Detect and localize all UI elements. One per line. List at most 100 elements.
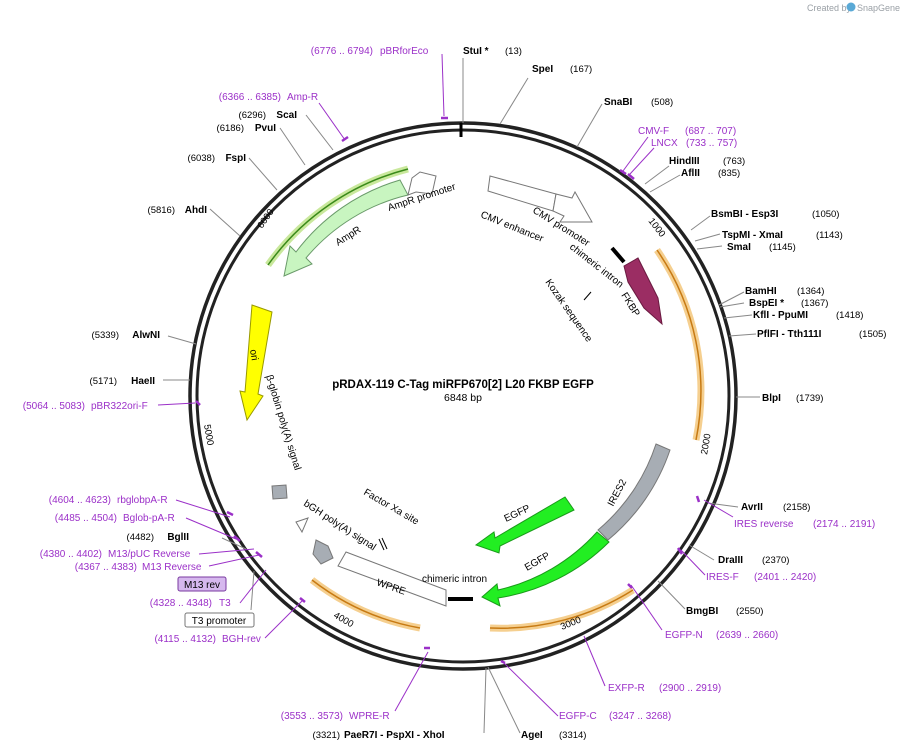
enzyme-bspei: BspEI * — [749, 298, 784, 309]
primer-leaders — [157, 53, 734, 717]
enzyme-pflfi-pos: (1505) — [859, 329, 886, 340]
ori-arrow — [239, 304, 273, 422]
enzyme-stui-pos: (13) — [505, 46, 522, 57]
enzyme-blpi-pos: (1739) — [796, 393, 823, 404]
label-beta-globin: β-globin poly(A) signal — [263, 374, 303, 472]
label-egfp-2: EGFP — [523, 550, 552, 573]
primer-bglobpar-pos: (4485 .. 4504) — [55, 513, 117, 524]
enzyme-ahdi-pos: (5816) — [148, 205, 175, 216]
primer-pbrforeco: pBRforEco — [380, 46, 429, 57]
enzyme-labels-right: StuI * (13) SpeI (167) SnaBI (508) HindI… — [463, 46, 886, 741]
enzyme-kfli-pos: (1418) — [836, 310, 863, 321]
enzyme-pvui: PvuI — [255, 123, 276, 134]
primer-m13-reverse: M13 Reverse — [142, 562, 202, 573]
factor-xa-mark — [381, 537, 388, 550]
primer-pbrforeco-pos: (6776 .. 6794) — [311, 46, 373, 57]
primer-pbr322orif: pBR322ori-F — [91, 401, 148, 412]
enzyme-hindiii: HindIII — [669, 156, 700, 167]
primer-cmvf: CMV-F — [638, 126, 669, 137]
tick-2000: 2000 — [699, 433, 714, 456]
label-ori: ori — [247, 349, 260, 362]
enzyme-tspmi: TspMI - XmaI — [722, 230, 783, 241]
wpre-block — [337, 551, 447, 607]
enzyme-alwni-pos: (5339) — [92, 330, 119, 341]
enzyme-agei: AgeI — [521, 730, 543, 741]
label-kozak: Kozak sequence — [543, 277, 595, 344]
enzyme-hindiii-pos: (763) — [723, 156, 745, 167]
enzyme-draiii-pos: (2370) — [762, 555, 789, 566]
enzyme-bspei-pos: (1367) — [801, 298, 828, 309]
primer-m13puc-reverse-pos: (4380 .. 4402) — [40, 549, 102, 560]
enzyme-draiii: DraIII — [718, 555, 743, 566]
enzyme-spei-pos: (167) — [570, 64, 592, 75]
enzyme-alwni: AlwNI — [132, 330, 160, 341]
primer-ampr-pos: (6366 .. 6385) — [219, 92, 281, 103]
enzyme-aflii: AflII — [681, 168, 700, 179]
enzyme-haeii-pos: (5171) — [90, 376, 117, 387]
enzyme-blpi: BlpI — [762, 393, 781, 404]
bgh-block — [312, 539, 334, 565]
beta-globin-block — [271, 484, 288, 500]
enzyme-bglii: BglII — [167, 532, 189, 543]
enzyme-bmgbi: BmgBI — [686, 606, 718, 617]
enzyme-bglii-pos: (4482) — [127, 532, 154, 543]
primer-ires-reverse-pos: (2174 .. 2191) — [813, 519, 875, 530]
t3-promoter-box — [184, 612, 255, 628]
enzyme-bsmbi: BsmBI - Esp3I — [711, 209, 778, 220]
enzyme-labels-left: (3321) PaeR7I - PspXI - XhoI (4482) BglI… — [90, 110, 445, 741]
primer-rbglobpar-pos: (4604 .. 4623) — [49, 495, 111, 506]
boxed-labels: M13 rev T3 promoter — [177, 576, 255, 628]
orf-arcs — [265, 165, 705, 632]
enzyme-bmgbi-pos: (2550) — [736, 606, 763, 617]
cmv-promoter-arrow — [552, 190, 593, 223]
primer-exfpr: EXFP-R — [608, 683, 645, 694]
label-chimeric-intron-1: chimeric intron — [567, 242, 625, 291]
features — [239, 171, 671, 607]
enzyme-snabi: SnaBI — [604, 97, 633, 108]
primer-pbr322orif-pos: (5064 .. 5083) — [23, 401, 85, 412]
enzyme-bsmbi-pos: (1050) — [812, 209, 839, 220]
enzyme-smai-pos: (1145) — [769, 242, 796, 253]
ampr-promoter-arrow — [407, 171, 437, 196]
primer-egfpc-pos: (3247 .. 3268) — [609, 711, 671, 722]
enzyme-spei: SpeI — [532, 64, 553, 75]
primer-m13puc-reverse: M13/pUC Reverse — [108, 549, 191, 560]
orf-arc-fkbp — [654, 248, 705, 441]
snapgene-brand: SnapGene — [857, 3, 900, 13]
m13-rev-box — [177, 576, 227, 592]
enzyme-fspi: FspI — [225, 153, 246, 164]
enzyme-pvui-pos: (6186) — [217, 123, 244, 134]
primer-ires-reverse: IRES reverse — [734, 519, 794, 530]
egfp-2-arrow — [481, 531, 610, 607]
label-chimeric-intron-2: chimeric intron — [422, 574, 487, 585]
plasmid-name: pRDAX-119 C-Tag miRFP670[2] L20 FKBP EGF… — [332, 379, 594, 391]
enzyme-haeii: HaeII — [131, 376, 155, 387]
ires2-block — [597, 443, 671, 541]
chimeric-intron-1-mark — [610, 246, 626, 264]
primer-iresf-pos: (2401 .. 2420) — [754, 572, 816, 583]
enzyme-scai: ScaI — [276, 110, 297, 121]
enzyme-bamhi-pos: (1364) — [797, 286, 824, 297]
label-factor-xa: Factor Xa site — [362, 487, 421, 528]
kozak-mark — [583, 291, 592, 301]
primer-bglobpar: Bglob-pA-R — [123, 513, 175, 524]
primer-iresf: IRES-F — [706, 572, 739, 583]
primer-t3-pos: (4328 .. 4348) — [150, 598, 212, 609]
primer-t3: T3 — [219, 598, 231, 609]
primer-egfpc: EGFP-C — [559, 711, 597, 722]
tick-4000: 4000 — [332, 610, 356, 630]
enzyme-bamhi: BamHI — [745, 286, 777, 297]
enzyme-smai: SmaI — [727, 242, 751, 253]
enzyme-tspmi-pos: (1143) — [816, 230, 843, 241]
enzyme-fspi-pos: (6038) — [188, 153, 215, 164]
snapgene-logo-icon — [846, 2, 856, 12]
tick-5000: 5000 — [201, 424, 216, 447]
primer-exfpr-pos: (2900 .. 2919) — [659, 683, 721, 694]
enzyme-snabi-pos: (508) — [651, 97, 673, 108]
cmv-enhancer-arrow — [487, 175, 557, 212]
primer-egfpn: EGFP-N — [665, 630, 703, 641]
enzyme-xhoi: PaeR7I - PspXI - XhoI — [344, 730, 445, 741]
label-bgh: bGH poly(A) signal — [301, 498, 377, 553]
egfp-1-arrow — [474, 496, 575, 554]
